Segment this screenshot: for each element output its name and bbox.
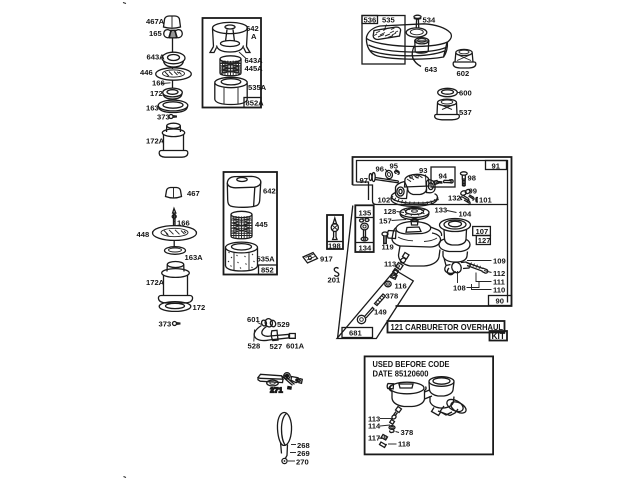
svg-text:528: 528 xyxy=(248,342,261,351)
svg-text:852A: 852A xyxy=(246,99,265,108)
svg-text:529: 529 xyxy=(277,320,290,329)
svg-text:535A: 535A xyxy=(248,83,267,92)
svg-text:270: 270 xyxy=(296,458,309,467)
svg-text:643A: 643A xyxy=(147,53,166,62)
svg-text:102: 102 xyxy=(378,196,391,205)
svg-text:537: 537 xyxy=(459,108,472,117)
svg-text:166: 166 xyxy=(152,79,165,88)
svg-text:90: 90 xyxy=(496,297,504,306)
svg-text:128: 128 xyxy=(384,207,397,216)
svg-text:A: A xyxy=(251,32,257,41)
svg-text:642: 642 xyxy=(263,187,276,196)
svg-text:600: 600 xyxy=(459,89,472,98)
svg-text:535: 535 xyxy=(382,16,395,25)
svg-text:643: 643 xyxy=(425,65,438,74)
svg-text:166: 166 xyxy=(177,219,190,228)
svg-text:163A: 163A xyxy=(185,253,204,262)
svg-text:95: 95 xyxy=(390,162,399,171)
svg-text:108: 108 xyxy=(453,284,466,293)
svg-text:378: 378 xyxy=(386,292,399,301)
svg-text:134: 134 xyxy=(359,244,372,253)
svg-text:172: 172 xyxy=(150,89,163,98)
svg-text:99: 99 xyxy=(469,187,477,196)
svg-text:448: 448 xyxy=(137,230,150,239)
svg-text:113: 113 xyxy=(368,415,380,424)
svg-text:535A: 535A xyxy=(257,255,276,264)
svg-text:172: 172 xyxy=(193,303,206,312)
svg-text:917: 917 xyxy=(320,255,333,264)
svg-text:602: 602 xyxy=(457,69,470,78)
svg-text:534: 534 xyxy=(423,16,436,25)
svg-text:91: 91 xyxy=(492,162,501,171)
svg-text:KIT: KIT xyxy=(492,331,506,341)
svg-text:172A: 172A xyxy=(146,137,165,146)
svg-text:135: 135 xyxy=(359,209,372,218)
svg-text:121 CARBURETOR OVERHAUL: 121 CARBURETOR OVERHAUL xyxy=(391,322,504,332)
svg-text:642: 642 xyxy=(246,24,259,33)
svg-text:114: 114 xyxy=(368,422,381,431)
svg-text:378: 378 xyxy=(401,428,414,437)
svg-text:133: 133 xyxy=(435,206,448,215)
svg-text:198: 198 xyxy=(328,242,341,251)
svg-text:601: 601 xyxy=(247,315,260,324)
svg-text:104: 104 xyxy=(459,210,472,219)
svg-text:601A: 601A xyxy=(286,342,305,351)
svg-text:109: 109 xyxy=(493,257,506,266)
svg-text:445: 445 xyxy=(255,220,268,229)
svg-text:681: 681 xyxy=(349,329,362,338)
svg-text:373: 373 xyxy=(159,320,172,329)
svg-text:112: 112 xyxy=(493,269,505,278)
svg-text:98: 98 xyxy=(468,174,476,183)
svg-text:467: 467 xyxy=(187,189,200,198)
svg-text:107: 107 xyxy=(476,227,489,236)
svg-text:163: 163 xyxy=(146,104,159,113)
svg-text:117: 117 xyxy=(368,434,380,443)
svg-text:132: 132 xyxy=(448,194,461,203)
svg-text:271: 271 xyxy=(270,386,283,395)
svg-text:DATE 85120600: DATE 85120600 xyxy=(373,369,429,379)
svg-text:268: 268 xyxy=(297,441,310,450)
svg-text:445A: 445A xyxy=(245,64,264,73)
svg-text:149: 149 xyxy=(374,308,387,317)
svg-text:467A: 467A xyxy=(146,17,165,26)
svg-text:643A: 643A xyxy=(245,56,264,65)
svg-text:110: 110 xyxy=(493,286,505,295)
svg-text:96: 96 xyxy=(376,165,384,174)
svg-text:97: 97 xyxy=(360,176,368,185)
svg-text:101: 101 xyxy=(479,196,492,205)
svg-text:118: 118 xyxy=(398,440,410,449)
svg-text:94: 94 xyxy=(439,172,448,181)
svg-text:201: 201 xyxy=(328,276,341,285)
svg-text:119: 119 xyxy=(382,243,394,252)
svg-text:93: 93 xyxy=(419,166,427,175)
svg-text:373: 373 xyxy=(157,113,170,122)
svg-text:113: 113 xyxy=(384,260,396,269)
svg-text:527: 527 xyxy=(270,342,283,351)
svg-text:USED BEFORE CODE: USED BEFORE CODE xyxy=(373,359,450,369)
svg-text:116: 116 xyxy=(395,282,407,291)
svg-text:157: 157 xyxy=(379,217,392,226)
svg-text:127: 127 xyxy=(478,236,491,245)
svg-text:536: 536 xyxy=(364,16,377,25)
svg-text:111: 111 xyxy=(493,278,506,287)
svg-text:172A: 172A xyxy=(146,278,165,287)
svg-text:269: 269 xyxy=(297,449,310,458)
svg-text:446: 446 xyxy=(140,68,153,77)
svg-text:165: 165 xyxy=(149,29,162,38)
svg-text:852: 852 xyxy=(261,266,274,275)
